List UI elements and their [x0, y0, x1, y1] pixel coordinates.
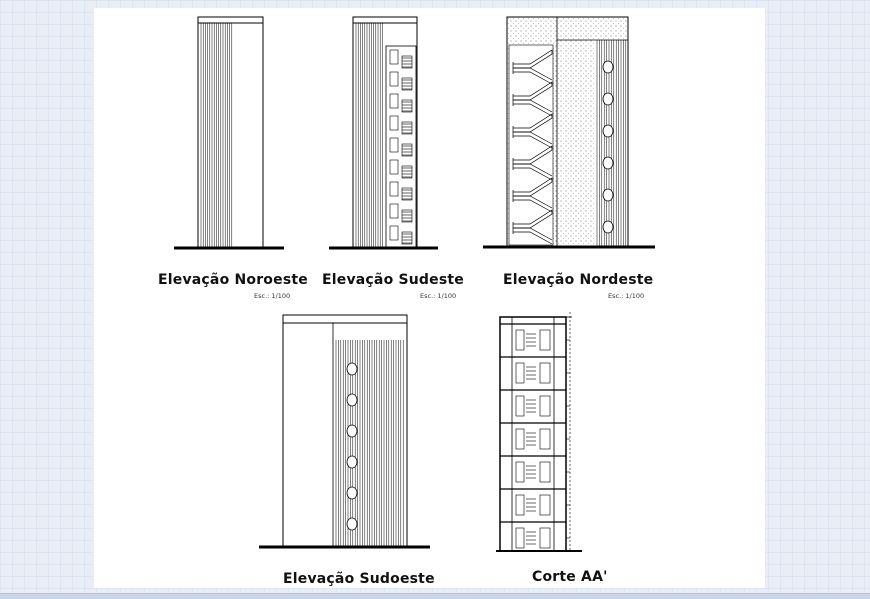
round-window	[346, 424, 358, 438]
window-detail	[389, 181, 399, 197]
round-window	[346, 455, 358, 469]
window-detail	[389, 49, 399, 65]
door-detail	[515, 461, 525, 483]
scale-sudeste: Esc.: 1/100	[420, 292, 457, 300]
drawing-sheet	[94, 8, 765, 588]
door-detail	[515, 362, 525, 384]
window-detail	[389, 71, 399, 87]
stair-flight	[513, 167, 553, 181]
window-detail	[401, 231, 413, 245]
window-detail	[401, 99, 413, 113]
round-window	[346, 486, 358, 500]
stair-flight	[513, 67, 553, 81]
round-window	[346, 517, 358, 531]
scale-noroeste: Esc.: 1/100	[254, 292, 291, 300]
title-corte-aa: Corte AA'	[532, 569, 608, 585]
elevation-sudeste	[329, 16, 438, 250]
round-window	[602, 188, 614, 202]
window-detail	[389, 93, 399, 109]
title-elevacao-nordeste: Elevação Nordeste	[503, 272, 654, 288]
window-detail	[389, 137, 399, 153]
stair-flight	[513, 227, 553, 241]
round-window	[602, 60, 614, 74]
window-bottom-edge	[0, 593, 870, 599]
scale-nordeste: Esc.: 1/100	[608, 292, 645, 300]
door-detail	[515, 494, 525, 516]
window-detail	[539, 461, 551, 483]
elevation-sudoeste	[259, 314, 430, 549]
stair-flight	[513, 231, 553, 245]
section-corte-aa	[496, 312, 582, 552]
window-detail	[401, 77, 413, 91]
stair-flight	[513, 199, 553, 213]
window-detail	[539, 494, 551, 516]
stair-flight	[513, 163, 553, 177]
window-detail	[539, 527, 551, 549]
window-detail	[539, 329, 551, 351]
window-detail	[401, 209, 413, 223]
elevation-nordeste	[483, 16, 655, 249]
title-elevacao-sudoeste: Elevação Sudoeste	[283, 571, 435, 587]
stair-flight	[513, 71, 553, 85]
stair-flight	[513, 103, 553, 117]
stair-flight	[513, 135, 553, 149]
round-window	[346, 393, 358, 407]
round-window	[346, 362, 358, 376]
round-window	[602, 156, 614, 170]
door-detail	[515, 527, 525, 549]
window-detail	[401, 55, 413, 69]
window-detail	[389, 203, 399, 219]
round-window	[602, 92, 614, 106]
window-detail	[539, 428, 551, 450]
stair-flight	[513, 131, 553, 145]
door-detail	[515, 428, 525, 450]
window-detail	[401, 187, 413, 201]
window-detail	[401, 165, 413, 179]
round-window	[602, 220, 614, 234]
title-elevacao-sudeste: Elevação Sudeste	[322, 272, 464, 288]
window-detail	[389, 115, 399, 131]
stair-flight	[513, 99, 553, 113]
window-detail	[539, 395, 551, 417]
door-detail	[515, 329, 525, 351]
door-detail	[515, 395, 525, 417]
stair-flight	[513, 195, 553, 209]
elevation-noroeste	[174, 16, 284, 250]
window-detail	[539, 362, 551, 384]
window-detail	[389, 225, 399, 241]
window-detail	[389, 159, 399, 175]
round-window	[602, 124, 614, 138]
window-detail	[401, 121, 413, 135]
title-elevacao-noroeste: Elevação Noroeste	[158, 272, 308, 288]
window-detail	[401, 143, 413, 157]
